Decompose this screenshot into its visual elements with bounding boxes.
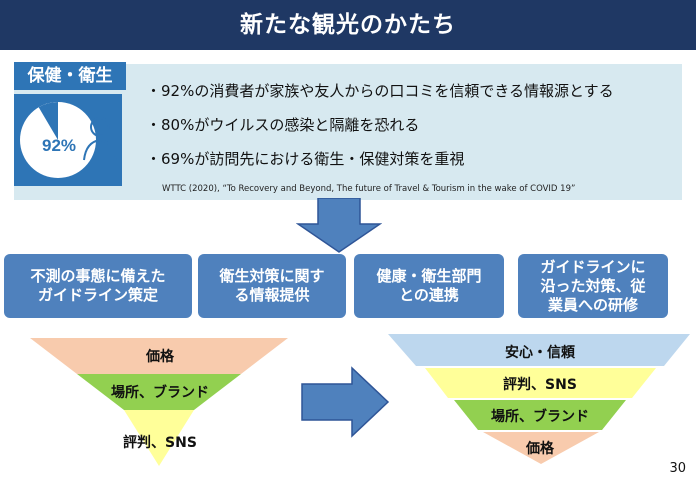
measure-box-label: 健康・衛生部門 との連携 <box>376 267 482 304</box>
measure-box-label: ガイドラインに 沿った対策、従 業員への研修 <box>540 257 646 314</box>
funnel-left-label-2: 場所、ブランド <box>111 385 209 401</box>
funnel-left-tier-1 <box>30 338 288 374</box>
header-bar: 新たな観光のかたち <box>0 0 696 50</box>
funnel-right-tier-1 <box>388 334 690 366</box>
measure-box-guidelines: 不測の事態に備えた ガイドライン策定 <box>4 254 192 318</box>
funnel-left-label-3: 評判、SNS <box>123 435 197 451</box>
funnel-right <box>388 334 690 464</box>
funnel-right-label-1: 安心・信頼 <box>505 345 575 361</box>
source-citation: WTTC (2020), “To Recovery and Beyond, Th… <box>162 184 576 194</box>
funnel-right-label-3: 場所、ブランド <box>491 409 589 425</box>
measure-box-label: 衛生対策に関す る情報提供 <box>219 267 325 304</box>
funnel-left <box>30 338 288 466</box>
funnel-right-label-4: 価格 <box>526 441 554 457</box>
measure-box-label: 不測の事態に備えた ガイドライン策定 <box>30 267 166 304</box>
pie-label: 92% <box>42 136 76 155</box>
pie-missing-slice <box>38 102 58 140</box>
bullet-3: ・69%が訪問先における衛生・保健対策を重視 <box>146 150 465 168</box>
funnel-right-tier-3 <box>454 400 626 430</box>
funnel-right-tier-2 <box>425 368 656 398</box>
measure-box-training: ガイドラインに 沿った対策、従 業員への研修 <box>518 254 668 318</box>
person-icon <box>83 117 117 161</box>
pie-graphic: 92% <box>14 94 122 186</box>
measure-box-info: 衛生対策に関す る情報提供 <box>198 254 346 318</box>
down-arrow-icon <box>296 198 382 253</box>
funnel-right-tier-4 <box>483 432 599 464</box>
page-title: 新たな観光のかたち <box>240 12 456 38</box>
funnel-left-tier-3 <box>124 410 194 466</box>
bullet-2: ・80%がウイルスの感染と隔離を恐れる <box>146 116 420 134</box>
measure-box-health: 健康・衛生部門 との連携 <box>354 254 504 318</box>
right-arrow-icon <box>301 366 390 438</box>
funnel-left-label-1: 価格 <box>146 349 174 365</box>
info-label: 保健・衛生 <box>14 62 126 90</box>
page-number: 30 <box>669 461 686 476</box>
funnel-left-tier-2 <box>77 374 241 410</box>
bullet-1: ・92%の消費者が家族や友人からの口コミを信頼できる情報源とする <box>146 82 614 100</box>
funnel-right-label-2: 評判、SNS <box>503 377 577 393</box>
